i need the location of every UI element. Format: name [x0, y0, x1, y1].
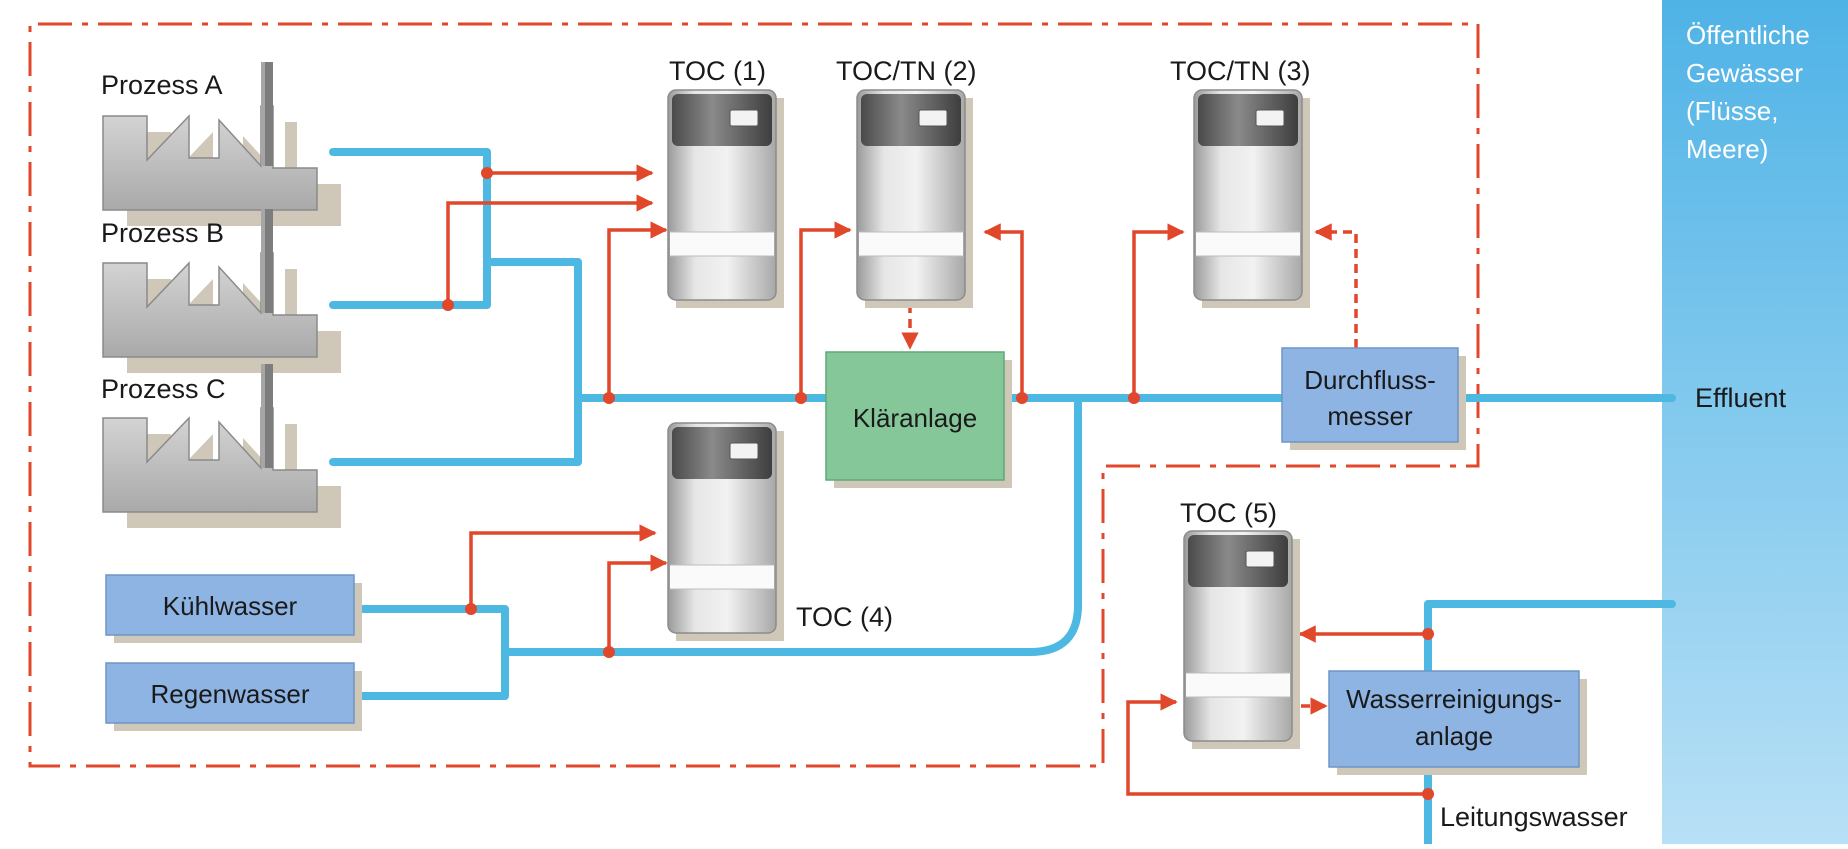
sample-inflow-to-toc2 — [799, 221, 852, 398]
water-body-label-line-4: Meere) — [1686, 134, 1768, 164]
tap-water-label: Leitungswasser — [1440, 802, 1628, 832]
purification-label-line-2: anlage — [1415, 721, 1493, 751]
cooling-water-label: Kühlwasser — [163, 591, 298, 621]
sample-c-to-toc1 — [607, 221, 668, 398]
pipe-cooling-rain — [356, 605, 509, 700]
sample-lines — [446, 164, 1428, 796]
toc-analyzer-icon — [667, 422, 785, 642]
analyzer-toc-tn3-label: TOC/TN (3) — [1170, 56, 1311, 86]
analyzer-toc5-label: TOC (5) — [1180, 498, 1277, 528]
junction-dots — [442, 167, 1434, 800]
sample-cooling-to-toc4 — [469, 524, 657, 609]
water-body-label-line-3: (Flüsse, — [1686, 96, 1778, 126]
toc-analyzer-icon — [856, 89, 974, 309]
rain-water-label: Regenwasser — [151, 679, 310, 709]
rain-water-box: Regenwasser — [105, 662, 362, 731]
flowmeter-label-line-2: messer — [1327, 401, 1413, 431]
public-water-body — [1662, 0, 1848, 844]
analyzer-toc4-label: TOC (4) — [796, 602, 893, 632]
pipe-prozess-c — [329, 394, 582, 466]
sample-return-to-toc5 — [1126, 693, 1428, 796]
analyzer-toc-tn2-label: TOC/TN (2) — [836, 56, 977, 86]
treatment-plant-box: Kläranlage — [825, 351, 1012, 488]
sample-b-to-toc1 — [446, 194, 654, 305]
water-body-label-line-2: Gewässer — [1686, 58, 1803, 88]
purification-plant-box: Wasserreinigungs- anlage — [1328, 670, 1587, 775]
purification-label-line-1: Wasserreinigungs- — [1346, 684, 1562, 714]
sample-outflow-to-toc2 — [983, 223, 1024, 398]
process-b-label: Prozess B — [101, 218, 224, 248]
cooling-water-box: Kühlwasser — [105, 574, 362, 643]
effluent-label: Effluent — [1695, 383, 1787, 413]
plant-boundary — [28, 22, 1480, 768]
toc-analyzer-icon — [1193, 89, 1311, 309]
pipe-prozess-a — [329, 148, 1676, 402]
flowmeter-box: Durchfluss- messer — [1281, 347, 1466, 450]
treatment-plant-label: Kläranlage — [853, 403, 977, 433]
process-a-label: Prozess A — [101, 70, 223, 100]
pipe-prozess-b — [329, 258, 491, 309]
analyzer-toc1-label: TOC (1) — [669, 56, 766, 86]
pipe-cooling-to-bypass — [501, 394, 1082, 656]
water-body-label-line-1: Öffentliche — [1686, 20, 1810, 50]
sample-bypass-to-toc4 — [607, 554, 668, 652]
flowmeter-label-line-1: Durchfluss- — [1304, 365, 1435, 395]
toc-analyzer-icon — [1183, 530, 1301, 750]
sample-to-toc3 — [1132, 223, 1185, 398]
toc-analyzer-icon — [667, 89, 785, 309]
process-c-label: Prozess C — [101, 374, 226, 404]
sample-flowmeter-to-toc3 — [1314, 223, 1358, 348]
